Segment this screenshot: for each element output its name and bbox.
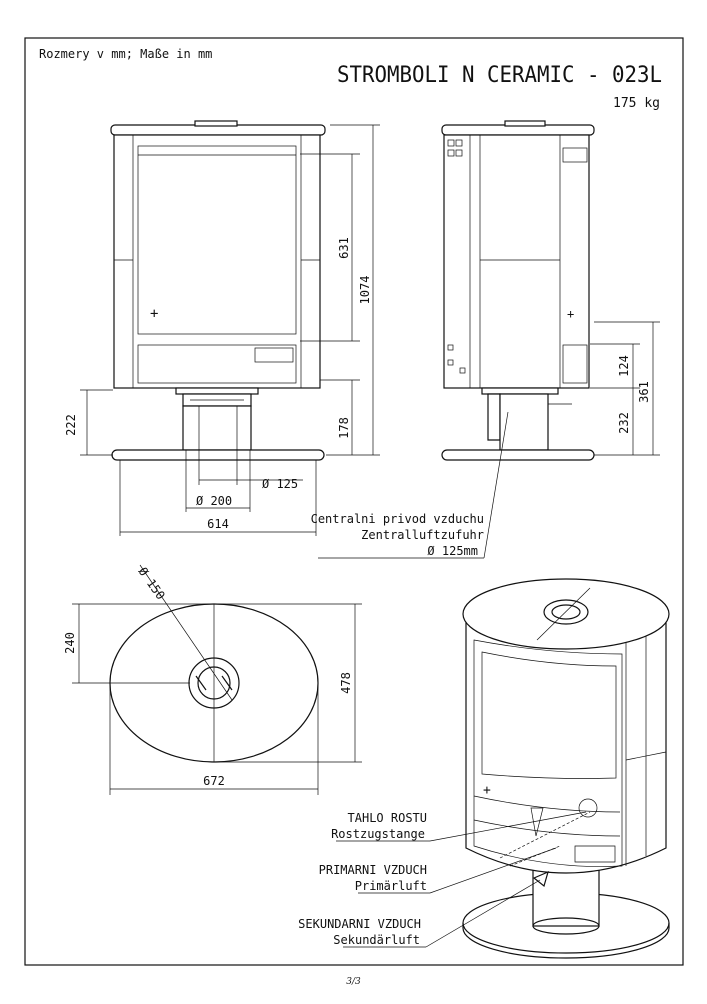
front-view: + bbox=[110, 120, 326, 461]
units-note: Rozmery v mm; Maße in mm bbox=[39, 47, 212, 61]
iso-glass-door bbox=[481, 651, 617, 779]
weight-label: 175 kg bbox=[613, 96, 660, 111]
air-supply-line2: Zentralluftzufuhr bbox=[361, 528, 484, 542]
dim-d150: Ø 150 bbox=[136, 565, 168, 603]
door-handle-icon: + bbox=[150, 306, 158, 322]
side-air-pipe bbox=[487, 393, 501, 441]
dim-614: 614 bbox=[207, 517, 229, 531]
side-body bbox=[443, 134, 590, 389]
dim-178: 178 bbox=[337, 417, 351, 439]
air-supply-line3: Ø 125mm bbox=[427, 544, 478, 558]
isometric-view: + bbox=[462, 578, 670, 959]
callout-grate-cz: TAHLO ROSTU bbox=[348, 811, 427, 825]
side-view: + bbox=[441, 120, 595, 461]
front-glass-door bbox=[137, 145, 297, 335]
callout-primary-de: Primärluft bbox=[355, 879, 427, 893]
callout-primary-cz: PRIMARNI VZDUCH bbox=[319, 863, 427, 877]
dim-d125: Ø 125 bbox=[262, 477, 298, 491]
front-top-collar bbox=[194, 120, 238, 127]
top-view bbox=[109, 564, 319, 763]
air-supply-line1: Centralni privod vzduchu bbox=[311, 512, 484, 526]
dim-240: 240 bbox=[63, 632, 77, 654]
dim-222: 222 bbox=[64, 414, 78, 436]
iso-grate-rod-icon bbox=[578, 798, 598, 818]
callout-secondary-cz: SEKUNDARNI VZDUCH bbox=[298, 917, 421, 931]
side-base-plate bbox=[441, 449, 595, 461]
dim-124: 124 bbox=[617, 355, 631, 377]
front-pedestal-column bbox=[182, 405, 252, 451]
front-base-plate bbox=[111, 449, 325, 461]
side-dimensions: 124 232 361 bbox=[590, 321, 660, 456]
dim-478: 478 bbox=[339, 672, 353, 694]
callout-secondary-de: Sekundärluft bbox=[333, 933, 420, 947]
iso-callouts: TAHLO ROSTU Rostzugstange PRIMARNI VZDUC… bbox=[298, 811, 587, 948]
front-dimensions: 631 1074 178 222 Ø 125 Ø 200 614 bbox=[64, 124, 380, 536]
drawing-frame bbox=[24, 37, 684, 966]
dim-361: 361 bbox=[637, 381, 651, 403]
front-ash-drawer bbox=[137, 344, 297, 384]
page-number: 3/3 bbox=[346, 977, 361, 987]
side-handle-icon: + bbox=[567, 307, 574, 321]
dim-1074: 1074 bbox=[358, 276, 372, 305]
dim-232: 232 bbox=[617, 412, 631, 434]
model-title: STROMBOLI N CERAMIC - 023L bbox=[337, 63, 662, 88]
front-body bbox=[113, 134, 321, 389]
air-supply-callout: Centralni privod vzduchu Zentralluftzufu… bbox=[311, 411, 509, 559]
dim-672: 672 bbox=[203, 774, 225, 788]
dim-d200: Ø 200 bbox=[196, 494, 232, 508]
dim-631: 631 bbox=[337, 237, 351, 259]
side-pedestal-column bbox=[499, 393, 549, 451]
iso-handle-icon: + bbox=[483, 783, 491, 798]
callout-grate-de: Rostzugstange bbox=[331, 827, 425, 841]
top-flue-inner bbox=[197, 666, 231, 700]
side-control-icon bbox=[447, 139, 455, 147]
